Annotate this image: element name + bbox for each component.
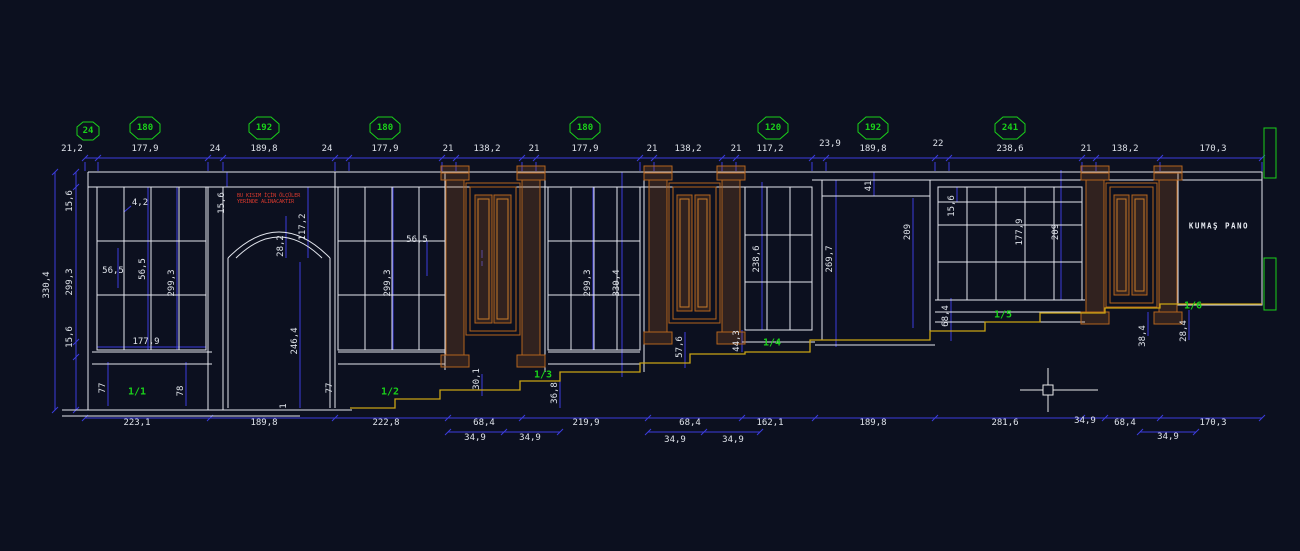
wood-doorway-unit-1 bbox=[440, 165, 546, 368]
crosshair-cursor bbox=[1020, 368, 1098, 412]
pickbox bbox=[1042, 384, 1054, 396]
shopfront-windows bbox=[96, 171, 1263, 351]
wood-doorway-unit-3 bbox=[1080, 165, 1183, 325]
window-grid-e bbox=[937, 186, 1083, 301]
window-grid-d bbox=[744, 186, 813, 331]
axis-balloons bbox=[76, 116, 1277, 311]
edge-marker-bottom bbox=[1263, 257, 1277, 311]
arched-doorway bbox=[227, 231, 331, 408]
red-note: BU KISIM İÇİN ÖLÇÜLER YERİNDE ALINACAKTI… bbox=[237, 193, 300, 205]
fabric-panel-frame bbox=[1177, 171, 1263, 306]
edge-marker-top bbox=[1263, 127, 1277, 179]
wood-doorway-unit-2 bbox=[643, 165, 746, 345]
fabric-panel-label: KUMAŞ PANO bbox=[1188, 221, 1250, 231]
red-note-line-2: YERİNDE ALINACAKTIR bbox=[237, 199, 295, 205]
steps-profile bbox=[350, 303, 1262, 409]
red-note-line-1: BU KISIM İÇİN ÖLÇÜLER bbox=[237, 193, 301, 199]
building-outline bbox=[62, 171, 1263, 417]
